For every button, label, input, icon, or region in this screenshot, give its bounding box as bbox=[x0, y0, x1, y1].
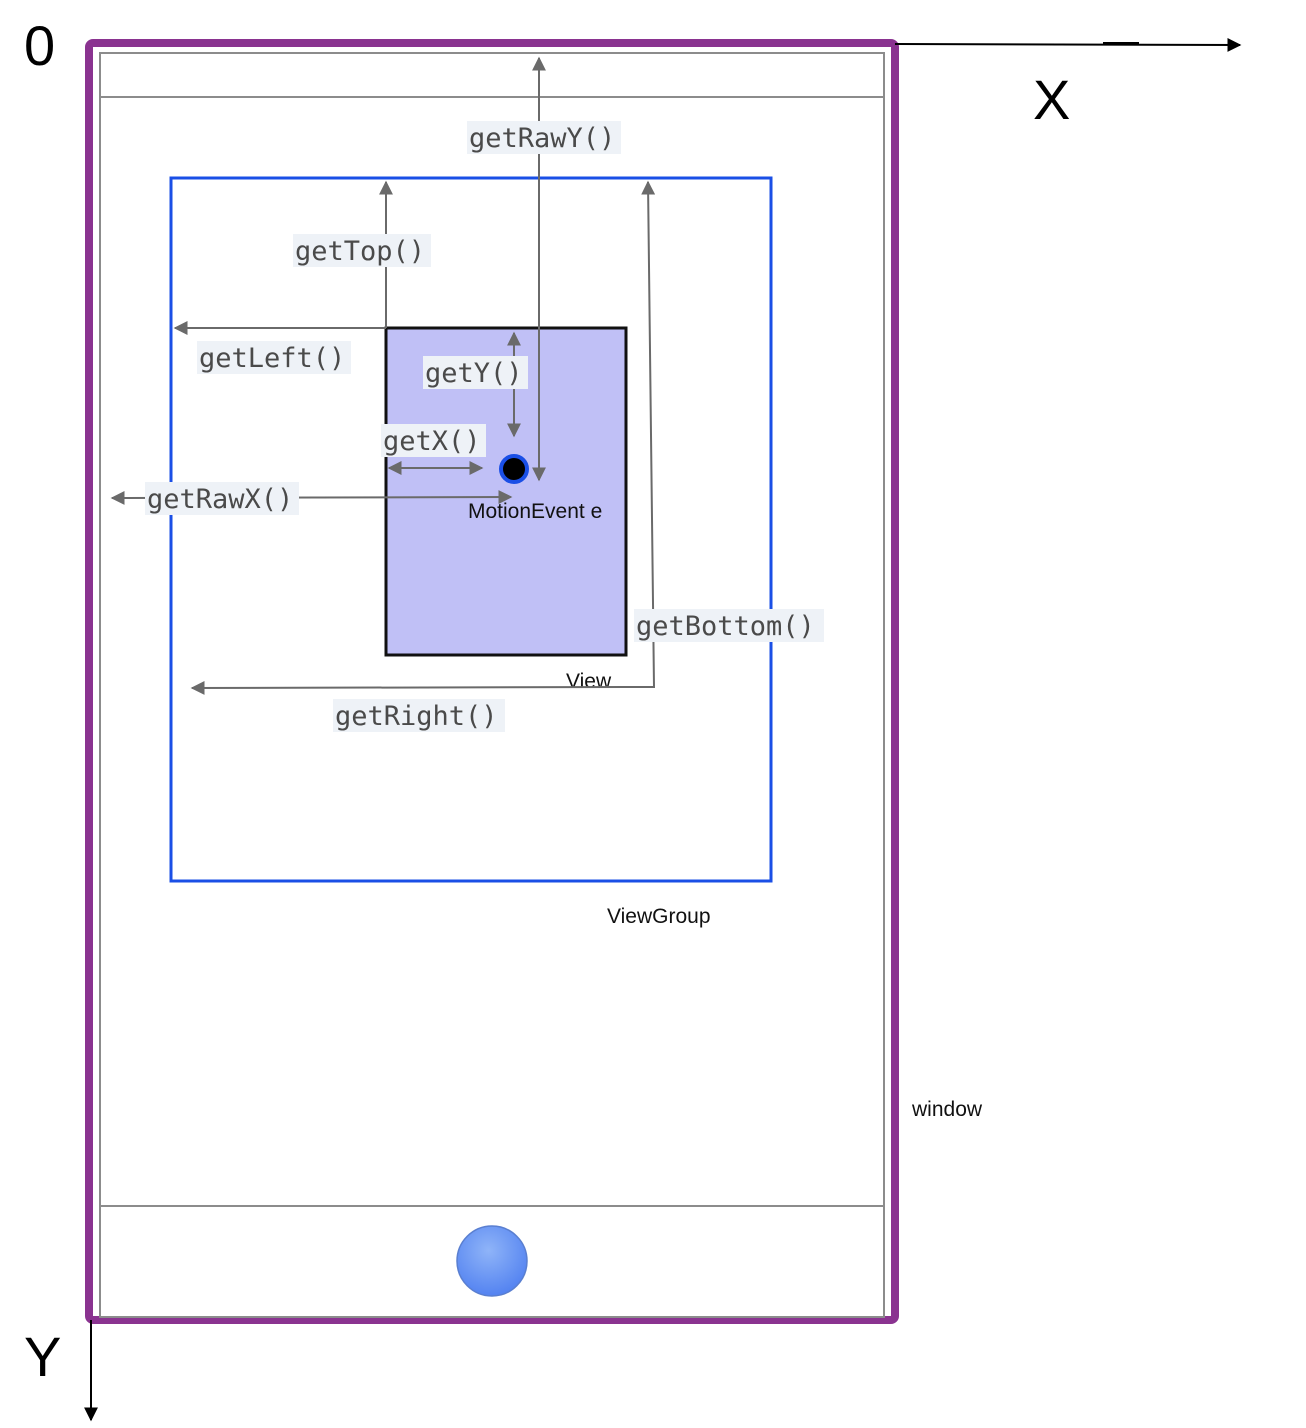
view-group-caption: ViewGroup bbox=[607, 905, 711, 928]
home-button[interactable] bbox=[456, 1225, 528, 1297]
get-left-label-bg bbox=[197, 341, 351, 374]
view-group-box bbox=[169, 176, 773, 883]
x-axis bbox=[894, 37, 1242, 52]
window-caption: window bbox=[911, 1098, 983, 1121]
x-axis-label: X bbox=[1033, 68, 1070, 131]
get-x-label: getX() bbox=[383, 426, 481, 457]
get-raw-x-label: getRawX() bbox=[147, 484, 293, 515]
get-right-arrow bbox=[190, 680, 627, 695]
get-left-label: getLeft() bbox=[199, 343, 345, 374]
motion-event-caption: MotionEvent e bbox=[468, 500, 602, 523]
get-top-label: getTop() bbox=[295, 236, 425, 267]
view-caption: View bbox=[566, 670, 612, 693]
get-raw-x-label-bg bbox=[145, 482, 299, 515]
get-right-label: getRight() bbox=[335, 701, 498, 732]
screen-area bbox=[99, 52, 885, 1318]
get-right-label-bg bbox=[333, 699, 505, 732]
get-raw-y-label-bg bbox=[467, 121, 621, 154]
y-axis-label: Y bbox=[24, 1325, 61, 1388]
get-bottom-label-bg bbox=[634, 609, 824, 642]
touch-point bbox=[499, 454, 529, 484]
get-bottom-arrow bbox=[626, 180, 656, 688]
get-y-label: getY() bbox=[425, 358, 523, 389]
get-y-label-bg bbox=[423, 356, 528, 389]
get-raw-y-label: getRawY() bbox=[469, 123, 615, 154]
get-x-label-bg bbox=[381, 424, 486, 457]
get-top-label-bg bbox=[293, 234, 431, 267]
get-bottom-label: getBottom() bbox=[636, 611, 815, 642]
origin-label: 0 bbox=[24, 14, 55, 77]
